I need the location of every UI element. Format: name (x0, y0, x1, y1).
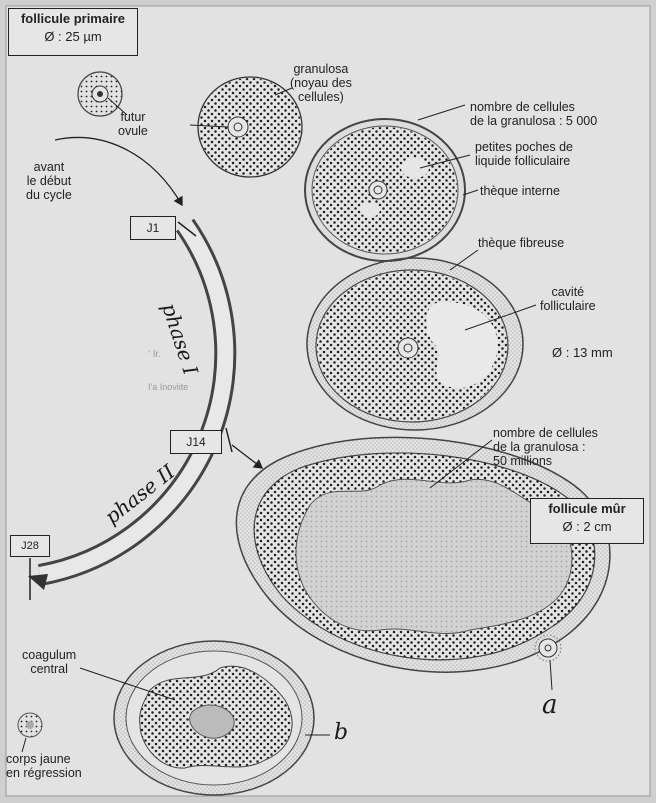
primary-follicle-box: follicule primaire Ø : 25 µm (8, 8, 138, 56)
label-granulosa: granulosa (noyau des cellules) (290, 62, 352, 104)
label-theque-interne: thèque interne (480, 184, 560, 198)
day-j28-box: J28 (10, 535, 50, 557)
label-avant-debut: avant le début du cycle (26, 160, 72, 202)
day-j28: J28 (11, 539, 49, 553)
handwritten-b: b (334, 720, 348, 745)
primary-follicle-size: Ø : 25 µm (9, 30, 137, 44)
mature-follicle-box: follicule mûr Ø : 2 cm (530, 498, 644, 544)
label-petites-poches: petites poches de liquide folliculaire (475, 140, 573, 168)
faint-text-1: ‘ lr. (148, 348, 161, 362)
label-futur-ovule: futur ovule (118, 110, 148, 138)
mature-follicle-title: follicule mûr (531, 502, 643, 516)
handwritten-a: a (542, 690, 558, 720)
label-cavite: cavité folliculaire (540, 285, 596, 313)
faint-text-2: I'a Inoviite (148, 380, 188, 394)
label-size-13mm: Ø : 13 mm (552, 346, 613, 360)
mature-follicle-size: Ø : 2 cm (531, 520, 643, 534)
label-corps-jaune: corps jaune en régression (6, 752, 82, 780)
label-theque-fibreuse: thèque fibreuse (478, 236, 564, 250)
label-nombre-5000: nombre de cellules de la granulosa : 5 0… (470, 100, 597, 128)
label-coagulum: coagulum central (22, 648, 76, 676)
day-j1-box: J1 (130, 216, 176, 240)
day-j14-box: J14 (170, 430, 222, 454)
day-j14: J14 (171, 435, 221, 449)
day-j1: J1 (131, 221, 175, 235)
label-nombre-50m: nombre de cellules de la granulosa : 50 … (493, 426, 598, 468)
primary-follicle-title: follicule primaire (9, 12, 137, 26)
